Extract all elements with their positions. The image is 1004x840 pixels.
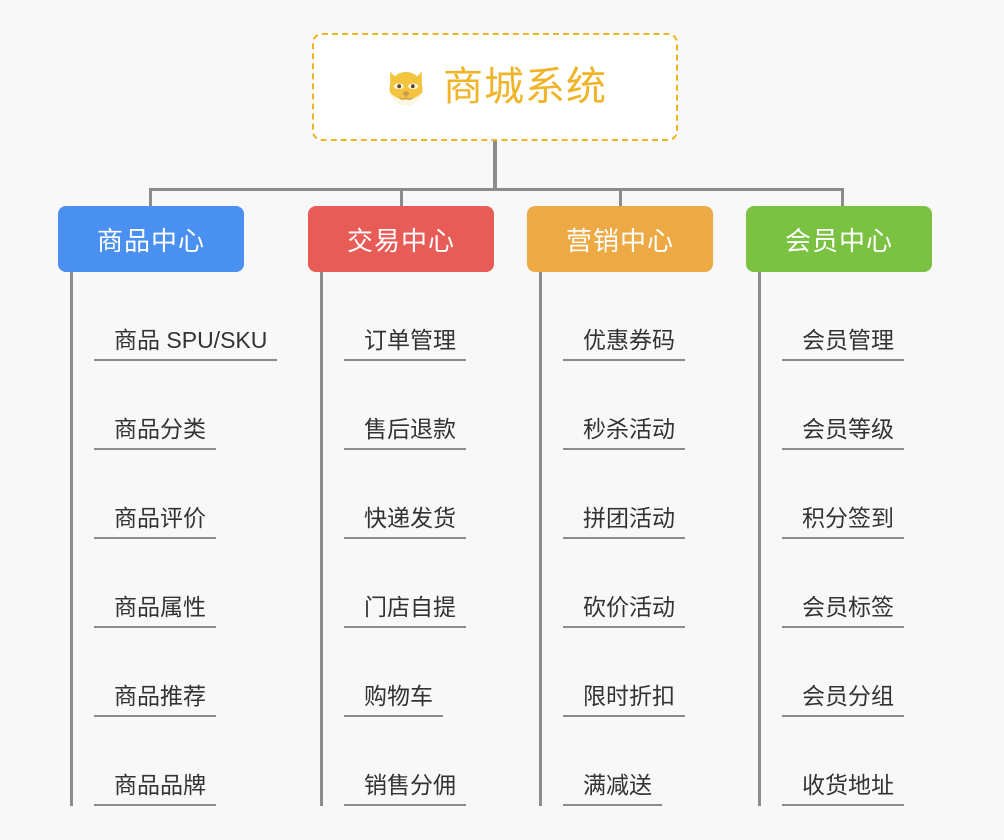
leaf-label: 优惠券码	[563, 327, 685, 361]
category-header-0[interactable]: 商品中心	[58, 206, 244, 272]
leaf-label: 商品推荐	[94, 683, 216, 717]
list-item[interactable]: 收货地址	[758, 717, 932, 806]
leaf-label: 订单管理	[344, 327, 466, 361]
leaf-label: 商品 SPU/SKU	[94, 327, 278, 361]
leaf-label: 会员等级	[782, 416, 904, 450]
connector-drop-3	[619, 188, 622, 208]
leaf-label: 会员分组	[782, 683, 904, 717]
connector-trunk	[493, 141, 497, 191]
leaf-label: 售后退款	[344, 416, 466, 450]
leaf-list-3: 会员管理 会员等级 积分签到 会员标签 会员分组 收货地址	[758, 272, 932, 806]
leaf-spine	[758, 272, 761, 806]
list-item[interactable]: 会员等级	[758, 361, 932, 450]
leaf-list-2: 优惠券码 秒杀活动 拼团活动 砍价活动 限时折扣 满减送	[539, 272, 713, 806]
leaf-label: 快递发货	[344, 505, 466, 539]
list-item[interactable]: 快递发货	[320, 450, 494, 539]
connector-drop-2	[400, 188, 403, 208]
leaf-label: 购物车	[344, 683, 443, 717]
connector-drop-1	[149, 188, 152, 208]
leaf-label: 商品属性	[94, 594, 216, 628]
list-item[interactable]: 购物车	[320, 628, 494, 717]
category-label: 交易中心	[346, 225, 455, 256]
list-item[interactable]: 会员标签	[758, 539, 932, 628]
leaf-spine	[539, 272, 542, 806]
root-node[interactable]: 商城系统	[312, 33, 678, 141]
leaf-label: 商品分类	[94, 416, 216, 450]
leaf-label: 会员标签	[782, 594, 904, 628]
list-item[interactable]: 商品评价	[70, 450, 244, 539]
category-column-1: 交易中心 订单管理 售后退款 快递发货 门店自提 购物车 销售分佣	[308, 206, 494, 806]
list-item[interactable]: 商品分类	[70, 361, 244, 450]
connector-drop-4	[841, 188, 844, 208]
leaf-list-0: 商品 SPU/SKU 商品分类 商品评价 商品属性 商品推荐 商品品牌	[70, 272, 278, 806]
leaf-label: 销售分佣	[344, 772, 466, 806]
list-item[interactable]: 商品品牌	[70, 717, 244, 806]
list-item[interactable]: 会员分组	[758, 628, 932, 717]
list-item[interactable]: 积分签到	[758, 450, 932, 539]
leaf-spine	[70, 272, 73, 806]
dog-face-icon	[389, 71, 423, 107]
category-label: 营销中心	[565, 225, 674, 256]
list-item[interactable]: 商品推荐	[70, 628, 244, 717]
list-item[interactable]: 商品 SPU/SKU	[70, 272, 278, 361]
leaf-label: 满减送	[563, 772, 662, 806]
category-column-0: 商品中心 商品 SPU/SKU 商品分类 商品评价 商品属性 商品推荐 商品品牌	[58, 206, 278, 806]
leaf-list-1: 订单管理 售后退款 快递发货 门店自提 购物车 销售分佣	[320, 272, 494, 806]
list-item[interactable]: 订单管理	[320, 272, 494, 361]
connector-bus	[149, 188, 844, 191]
category-label: 商品中心	[96, 225, 205, 256]
leaf-label: 门店自提	[344, 594, 466, 628]
leaf-label: 会员管理	[782, 327, 904, 361]
list-item[interactable]: 砍价活动	[539, 539, 713, 628]
root-title: 商城系统	[443, 65, 607, 109]
leaf-label: 秒杀活动	[563, 416, 685, 450]
category-header-3[interactable]: 会员中心	[746, 206, 932, 272]
list-item[interactable]: 优惠券码	[539, 272, 713, 361]
category-column-3: 会员中心 会员管理 会员等级 积分签到 会员标签 会员分组 收货地址	[746, 206, 932, 806]
category-column-2: 营销中心 优惠券码 秒杀活动 拼团活动 砍价活动 限时折扣 满减送	[527, 206, 713, 806]
leaf-label: 商品品牌	[94, 772, 216, 806]
leaf-label: 商品评价	[94, 505, 216, 539]
leaf-label: 拼团活动	[563, 505, 685, 539]
list-item[interactable]: 会员管理	[758, 272, 932, 361]
category-header-2[interactable]: 营销中心	[527, 206, 713, 272]
list-item[interactable]: 售后退款	[320, 361, 494, 450]
leaf-label: 收货地址	[782, 772, 904, 806]
list-item[interactable]: 满减送	[539, 717, 713, 806]
list-item[interactable]: 秒杀活动	[539, 361, 713, 450]
leaf-label: 积分签到	[782, 505, 904, 539]
list-item[interactable]: 销售分佣	[320, 717, 494, 806]
list-item[interactable]: 门店自提	[320, 539, 494, 628]
list-item[interactable]: 限时折扣	[539, 628, 713, 717]
leaf-spine	[320, 272, 323, 806]
category-label: 会员中心	[784, 225, 893, 256]
category-header-1[interactable]: 交易中心	[308, 206, 494, 272]
list-item[interactable]: 拼团活动	[539, 450, 713, 539]
leaf-label: 砍价活动	[563, 594, 685, 628]
list-item[interactable]: 商品属性	[70, 539, 244, 628]
leaf-label: 限时折扣	[563, 683, 685, 717]
